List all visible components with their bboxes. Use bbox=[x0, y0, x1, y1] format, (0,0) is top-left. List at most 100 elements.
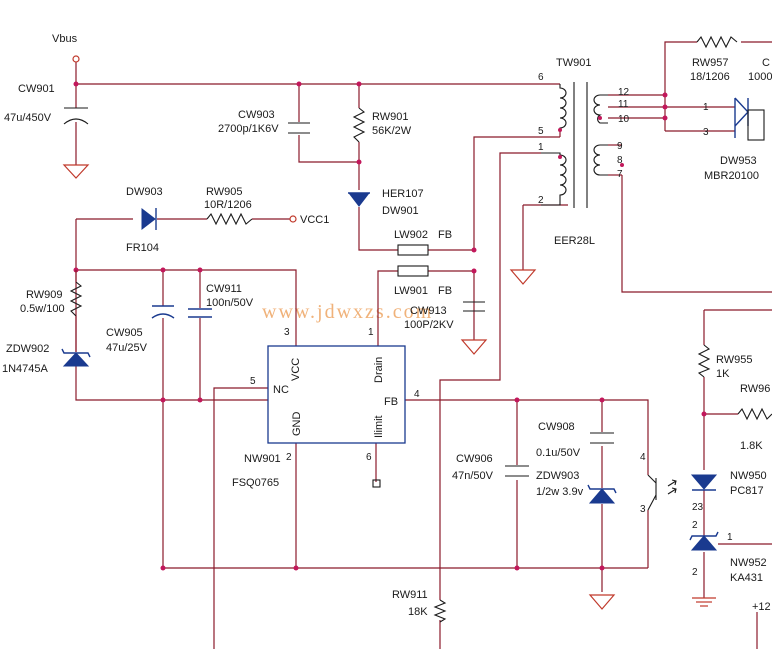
rw909-ref: RW909 bbox=[26, 289, 62, 301]
tw901-ref: TW901 bbox=[556, 57, 591, 69]
ferrite-bead-lw902 bbox=[397, 244, 429, 256]
pin-number: 9 bbox=[617, 141, 623, 152]
capacitor-cw901 bbox=[63, 107, 89, 125]
ground-icon bbox=[62, 164, 90, 179]
nw952-value: KA431 bbox=[730, 572, 763, 584]
her107-label: HER107 bbox=[382, 188, 424, 200]
zener-diode-zdw903 bbox=[587, 484, 617, 504]
pin-number: 1 bbox=[727, 532, 733, 543]
nw952-ref: NW952 bbox=[730, 557, 767, 569]
pin-number: 8 bbox=[617, 155, 623, 166]
pin-number: 11 bbox=[618, 99, 629, 110]
ic-pin-fb: FB bbox=[384, 396, 398, 408]
vbus-terminal bbox=[72, 55, 80, 63]
dw953-ref: DW953 bbox=[720, 155, 757, 167]
diode-dw903 bbox=[141, 207, 157, 231]
pin-number: 4 bbox=[414, 389, 420, 400]
nw901-value: FSQ0765 bbox=[232, 477, 279, 489]
rw957-ref: RW957 bbox=[692, 57, 728, 69]
rw911-ref: RW911 bbox=[392, 589, 428, 601]
pin-number: 2 bbox=[538, 195, 544, 206]
rw955-ref: RW955 bbox=[716, 354, 752, 366]
capacitor-cw913 bbox=[463, 301, 485, 312]
pin-number: 3 bbox=[284, 327, 290, 338]
dw953-value: MBR20100 bbox=[704, 170, 759, 182]
rw905-ref: RW905 bbox=[206, 186, 242, 198]
pin-number: 5 bbox=[538, 126, 544, 137]
lw902-fb: FB bbox=[438, 229, 452, 241]
dw901-label: DW901 bbox=[382, 205, 419, 217]
cw913-value: 100P/2KV bbox=[404, 319, 454, 331]
capacitor-cw911 bbox=[188, 308, 212, 318]
rw905-value: 10R/1206 bbox=[204, 199, 252, 211]
cw903-value: 2700p/1K6V bbox=[218, 123, 279, 135]
pin-number: 7 bbox=[617, 169, 623, 180]
optocoupler-nw950 bbox=[647, 474, 718, 511]
cw905-ref: CW905 bbox=[106, 327, 143, 339]
vbus-label: Vbus bbox=[52, 33, 78, 45]
pin-number: 2 bbox=[286, 452, 292, 463]
cw905-value: 47u/25V bbox=[106, 342, 148, 354]
resistor-rw909 bbox=[69, 281, 83, 317]
lw901-fb: FB bbox=[438, 285, 452, 297]
pin-number: 2 bbox=[692, 520, 698, 531]
rw96-partial: RW96 bbox=[740, 383, 770, 395]
pin-number: 3 bbox=[640, 504, 646, 515]
cw901-ref: CW901 bbox=[18, 83, 55, 95]
ic-pin-drain: Drain bbox=[373, 357, 385, 383]
ic-nw901: VCC NC GND Drain FB Ilimit bbox=[267, 345, 406, 444]
diode-dw901 bbox=[347, 192, 371, 207]
ic-pin-gnd: GND bbox=[291, 412, 303, 437]
rw901-value: 56K/2W bbox=[372, 125, 412, 137]
pin-number: 6 bbox=[366, 452, 372, 463]
lw902-label: LW902 bbox=[394, 229, 428, 241]
pin-number: 10 bbox=[618, 114, 630, 125]
nw950-value: PC817 bbox=[730, 485, 764, 497]
junctions bbox=[73, 81, 707, 571]
pin-number: 3 bbox=[703, 127, 709, 138]
pin-number: 6 bbox=[538, 72, 544, 83]
pin-number: 5 bbox=[250, 376, 256, 387]
r-1k8-value: 1.8K bbox=[740, 440, 763, 452]
pin-number: 23 bbox=[692, 502, 704, 513]
pin-number: 12 bbox=[618, 87, 630, 98]
pin-number: 1 bbox=[368, 327, 374, 338]
vcc1-terminal bbox=[289, 215, 297, 223]
rw957-value: 18/1206 bbox=[690, 71, 730, 83]
resistor-rw911 bbox=[433, 599, 447, 623]
ic-pin-ilimit: Ilimit bbox=[373, 415, 385, 438]
rw901-ref: RW901 bbox=[372, 111, 408, 123]
pin-number: 1 bbox=[538, 142, 544, 153]
ic-pin-nc: NC bbox=[273, 384, 289, 396]
transformer-core-label: EER28L bbox=[554, 235, 595, 247]
fr104-label: FR104 bbox=[126, 242, 159, 254]
vcc1-label: VCC1 bbox=[300, 214, 329, 226]
ic-pin-vcc: VCC bbox=[290, 358, 302, 381]
transformer-tw901 bbox=[541, 82, 624, 208]
zdw903-value: 1/2w 3.9v bbox=[536, 486, 584, 498]
rw955-value: 1K bbox=[716, 368, 730, 380]
resistor-rw957 bbox=[696, 35, 738, 49]
cw908-ref: CW908 bbox=[538, 421, 575, 433]
cw906-value: 47n/50V bbox=[452, 470, 494, 482]
resistor-rw901 bbox=[352, 107, 366, 143]
zdw902-ref: ZDW902 bbox=[6, 343, 49, 355]
shunt-regulator-nw952 bbox=[689, 531, 719, 551]
resistor-rw905 bbox=[206, 212, 253, 226]
rw909-value: 0.5w/100 bbox=[20, 303, 65, 315]
zener-diode-zdw902 bbox=[61, 348, 91, 367]
plus12-label: +12 bbox=[752, 601, 771, 613]
wires bbox=[75, 41, 772, 649]
ground-icon bbox=[692, 597, 716, 607]
rw911-value: 18K bbox=[408, 606, 428, 618]
cw906-ref: CW906 bbox=[456, 453, 493, 465]
c-partial-ref: C bbox=[762, 57, 770, 69]
test-point bbox=[372, 479, 381, 488]
diode-dw953 bbox=[734, 97, 765, 141]
capacitor-cw908 bbox=[590, 432, 614, 444]
cw908-value: 0.1u/50V bbox=[536, 447, 581, 459]
ground-icon bbox=[460, 339, 488, 355]
c-partial-value: 1000 bbox=[748, 71, 772, 83]
pin-number: 2 bbox=[692, 567, 698, 578]
